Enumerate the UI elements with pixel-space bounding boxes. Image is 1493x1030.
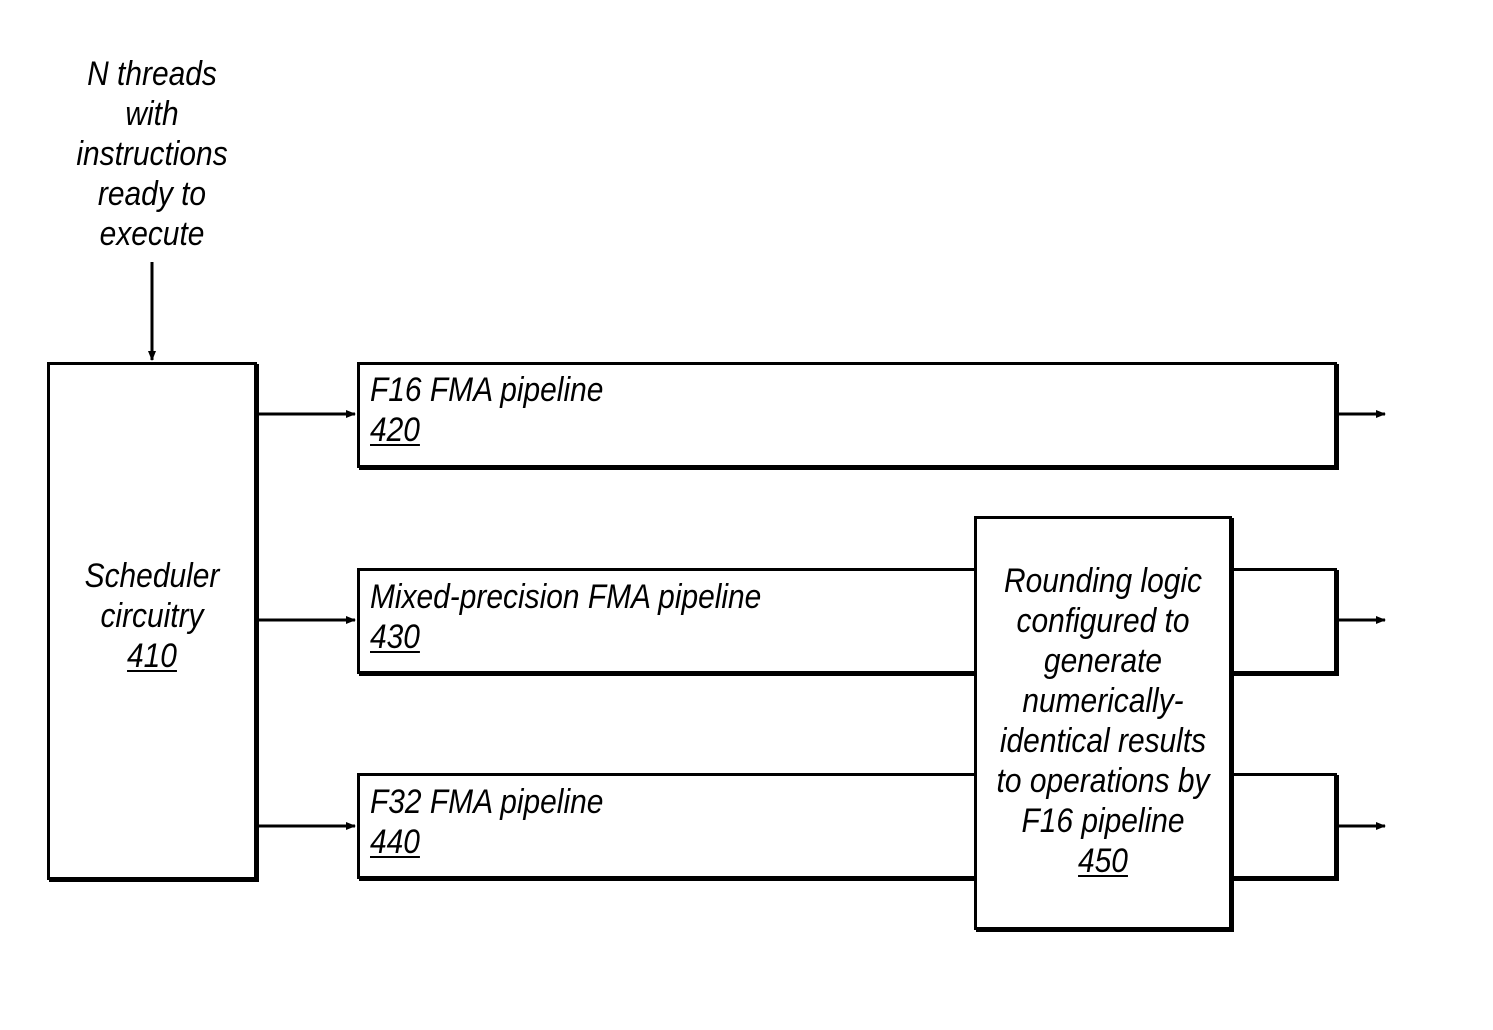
scheduler-label: Scheduler circuitry 410 bbox=[64, 556, 240, 676]
scheduler-line-1: Scheduler bbox=[84, 557, 220, 595]
mixed-pipeline-label: Mixed-precision FMA pipeline 430 bbox=[370, 577, 761, 657]
input-line-3: instructions bbox=[76, 135, 228, 173]
rounding-logic-label: Rounding logic configured to generate nu… bbox=[989, 561, 1216, 881]
input-line-4: ready to bbox=[97, 175, 207, 213]
scheduler-ref: 410 bbox=[127, 637, 177, 675]
rounding-line-4: numerically- bbox=[1022, 682, 1184, 720]
f32-pipeline-title: F32 FMA pipeline bbox=[370, 783, 604, 821]
rounding-line-6: to operations by bbox=[996, 762, 1210, 800]
f32-pipeline-label: F32 FMA pipeline 440 bbox=[370, 782, 603, 862]
f16-pipeline-title: F16 FMA pipeline bbox=[370, 371, 604, 409]
input-line-5: execute bbox=[99, 215, 205, 253]
input-line-2: with bbox=[125, 95, 179, 133]
f16-pipeline-box bbox=[357, 362, 1337, 468]
scheduler-box bbox=[47, 362, 257, 880]
rounding-line-7: F16 pipeline bbox=[1021, 802, 1185, 840]
mixed-pipeline-ref: 430 bbox=[370, 618, 420, 656]
rounding-line-5: identical results bbox=[999, 722, 1207, 760]
f16-pipeline-label: F16 FMA pipeline 420 bbox=[370, 370, 603, 450]
rounding-line-2: configured to bbox=[1016, 602, 1190, 640]
input-threads-label: N threads with instructions ready to exe… bbox=[64, 54, 240, 254]
input-line-1: N threads bbox=[87, 55, 217, 93]
rounding-line-1: Rounding logic bbox=[1004, 562, 1202, 600]
scheduler-line-2: circuitry bbox=[100, 597, 204, 635]
rounding-logic-ref: 450 bbox=[1078, 842, 1128, 880]
rounding-line-3: generate bbox=[1043, 642, 1163, 680]
rounding-logic-box bbox=[974, 516, 1232, 930]
f16-pipeline-ref: 420 bbox=[370, 411, 420, 449]
f32-pipeline-ref: 440 bbox=[370, 823, 420, 861]
mixed-pipeline-title: Mixed-precision FMA pipeline bbox=[370, 578, 762, 616]
